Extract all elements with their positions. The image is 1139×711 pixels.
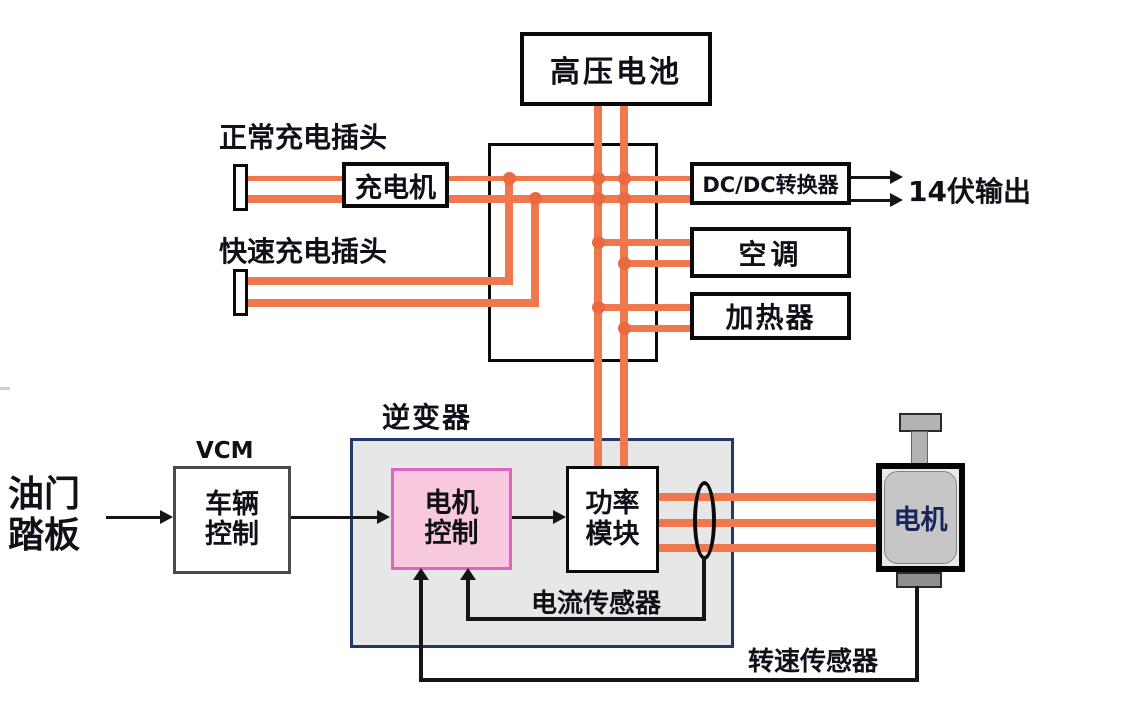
current-sensor-loop — [693, 481, 716, 560]
current-sensor-label: 电流传感器 — [531, 589, 662, 619]
dcdc-output-line-1 — [851, 176, 893, 179]
motor-control-box: 电机 控制 — [391, 468, 512, 570]
current-sensor-line-h — [466, 617, 706, 621]
motor-shaft — [911, 431, 928, 465]
vcm-line2: 控制 — [205, 519, 259, 550]
pedal-label: 油门 踏板 — [8, 474, 80, 557]
vcm-abbr-label: VCM — [196, 438, 254, 464]
fast-plug-label: 快速充电插头 — [219, 235, 388, 268]
vcm-box: 车辆 控制 — [173, 466, 291, 574]
fast-charge-plug — [233, 269, 248, 316]
aircon-wire-2 — [624, 260, 690, 267]
junction-dot — [529, 192, 542, 205]
charger-label: 充电机 — [355, 172, 436, 204]
pedal-line1: 油门 — [8, 474, 81, 515]
inverter-label: 逆变器 — [382, 401, 473, 434]
motor-top-cap — [899, 413, 942, 432]
motorcontrol-to-powermodule-line — [512, 516, 556, 519]
left-edge-tick — [0, 387, 10, 390]
junction-dot — [592, 236, 605, 249]
heater-box: 加热器 — [690, 292, 851, 340]
speed-sensor-line-v-left — [419, 578, 423, 682]
motor-body: 电机 — [884, 471, 957, 564]
motor-phase-wire-1 — [659, 493, 880, 501]
charge-wire-2 — [247, 195, 690, 203]
pedal-to-vcm-line — [106, 516, 162, 519]
junction-dot — [618, 322, 631, 335]
heater-wire-1 — [598, 304, 690, 311]
speed-sensor-label: 转速传感器 — [748, 647, 879, 677]
fast-charge-wire-1v — [505, 176, 513, 285]
dcdc-output-arrowhead-1 — [890, 170, 903, 184]
motor-phase-wire-2 — [659, 519, 880, 527]
motorcontrol-to-powermodule-arrowhead — [553, 510, 566, 524]
junction-dot — [618, 257, 631, 270]
normal-plug-label: 正常充电插头 — [219, 121, 388, 154]
motor-label: 电机 — [893, 505, 948, 536]
battery-wire-left — [594, 101, 602, 470]
heater-label: 加热器 — [725, 301, 816, 334]
normal-charge-plug — [233, 164, 248, 211]
charger-box: 充电机 — [342, 162, 449, 208]
motor-control-line2: 控制 — [424, 518, 479, 549]
motor-bottom-mount — [896, 572, 942, 588]
dcdc-output-line-2 — [851, 199, 893, 202]
vcm-to-motorcontrol-arrowhead — [377, 510, 390, 524]
motor-control-line1: 电机 — [424, 487, 479, 519]
junction-dot — [592, 301, 605, 314]
dcdc-box: DC/DC转换器 — [690, 162, 851, 205]
dcdc-output-arrowhead-2 — [890, 193, 903, 207]
current-sensor-arrowhead — [460, 568, 476, 580]
aircon-wire-1 — [598, 239, 690, 246]
dcdc-output-label: 14伏输出 — [908, 175, 1031, 208]
motor-phase-wire-3 — [659, 544, 880, 552]
aircon-box: 空调 — [690, 227, 851, 278]
junction-dot — [618, 192, 631, 205]
fast-charge-wire-2h — [247, 299, 539, 307]
speed-sensor-line-v-right — [915, 586, 919, 682]
speed-sensor-line-h — [419, 678, 919, 682]
current-sensor-line-up — [466, 578, 470, 621]
battery-box: 高压电池 — [520, 32, 712, 106]
battery-wire-right — [620, 101, 628, 470]
junction-dot — [592, 172, 605, 185]
aircon-label: 空调 — [738, 237, 803, 271]
power-module-line1: 功率 — [585, 488, 640, 520]
battery-label: 高压电池 — [550, 55, 682, 90]
junction-dot — [618, 172, 631, 185]
power-module-box: 功率 模块 — [566, 466, 659, 573]
charge-wire-1 — [247, 176, 690, 181]
vcm-line1: 车辆 — [205, 488, 259, 520]
dcdc-label: DC/DC转换器 — [702, 172, 839, 197]
heater-wire-2 — [624, 325, 690, 332]
pedal-to-vcm-arrowhead — [160, 510, 173, 524]
fast-charge-wire-2v — [531, 195, 539, 307]
pedal-line2: 踏板 — [8, 515, 81, 557]
speed-sensor-arrowhead — [413, 568, 429, 580]
junction-dot — [503, 172, 516, 185]
current-sensor-line-v — [702, 556, 706, 621]
junction-dot — [592, 192, 605, 205]
fast-charge-wire-1h — [247, 277, 513, 285]
vcm-to-motorcontrol-line — [291, 516, 379, 519]
power-module-line2: 模块 — [585, 518, 640, 550]
